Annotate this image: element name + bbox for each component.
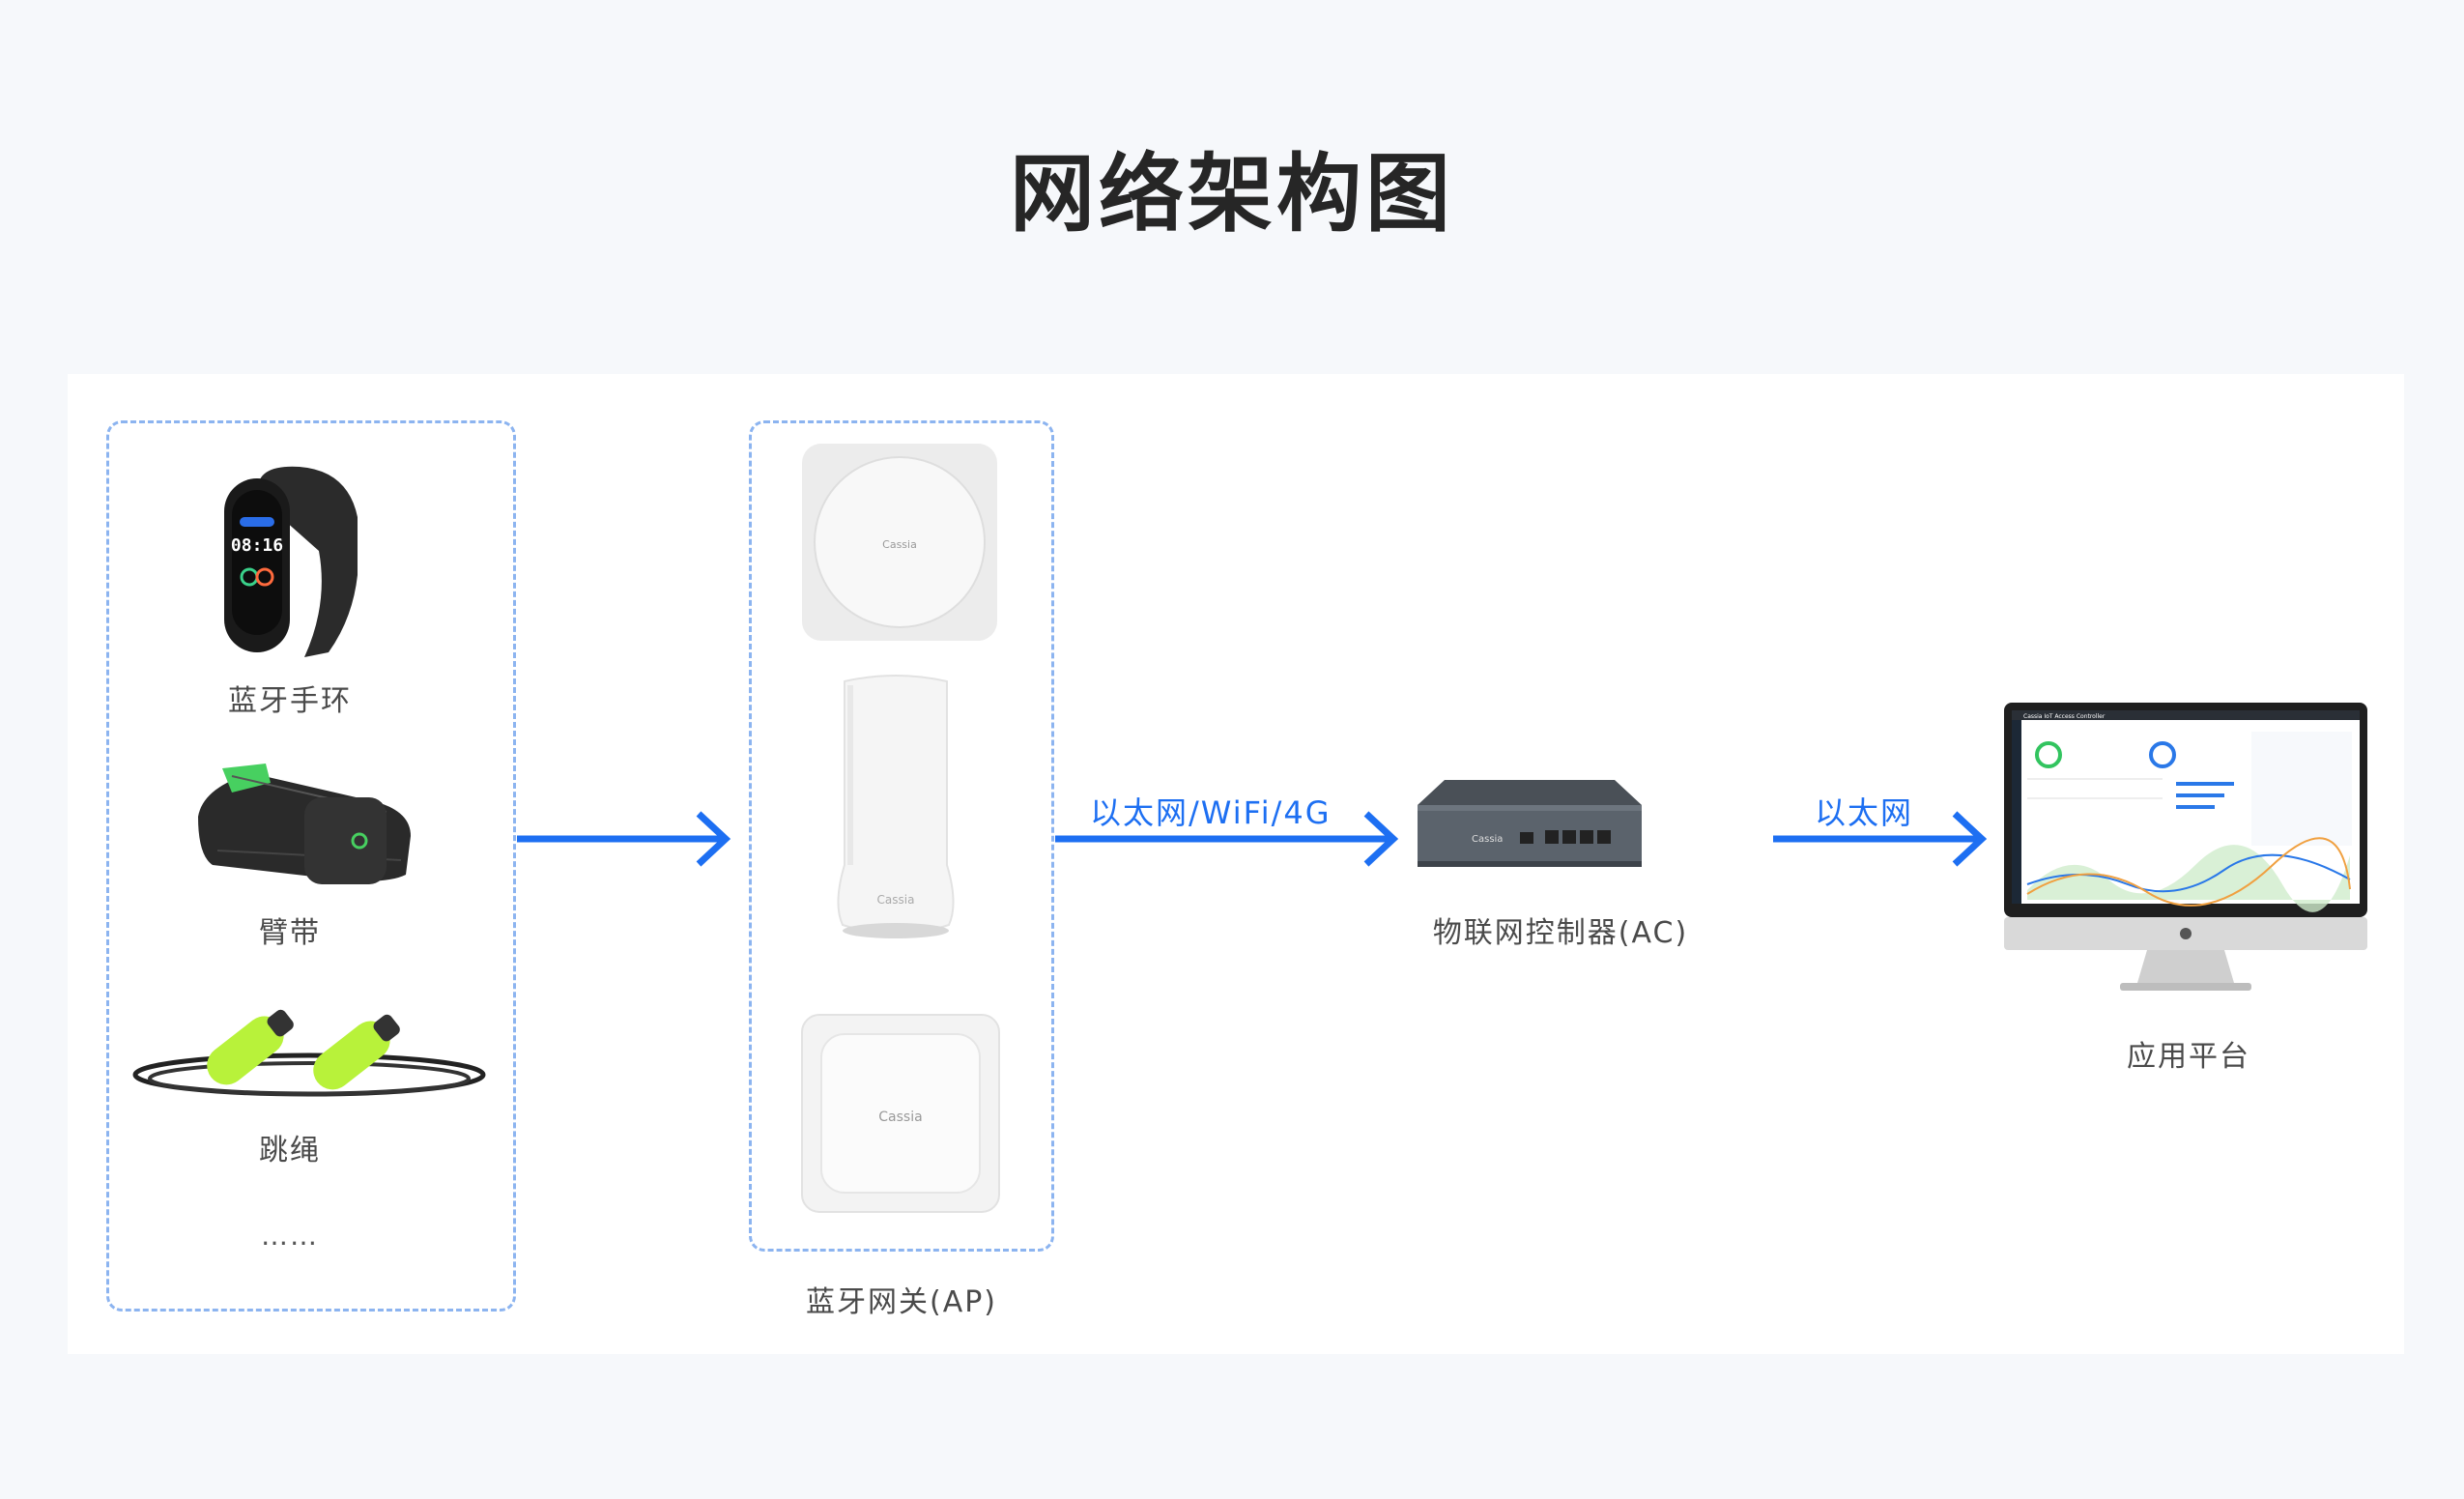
ac-label: 物联网控制器(AC) bbox=[1430, 908, 1691, 951]
gateway-tower-image: Cassia bbox=[823, 672, 968, 942]
armband-image bbox=[193, 759, 415, 894]
page-title: 网络架构图 bbox=[0, 126, 2464, 248]
gateway-label: 蓝牙网关(AP) bbox=[749, 1278, 1054, 1320]
platform-label: 应用平台 bbox=[2087, 1032, 2290, 1075]
gateway-tower-brand: Cassia bbox=[877, 893, 915, 907]
ac-brand: Cassia bbox=[1472, 834, 1503, 845]
arrow-devices-to-gateway bbox=[515, 810, 732, 868]
arrow-ac-to-platform bbox=[1771, 810, 1989, 868]
arrow-gateway-to-ac bbox=[1053, 810, 1401, 868]
gateway-square-brand: Cassia bbox=[878, 1110, 922, 1125]
gateway-x-image: Cassia bbox=[800, 442, 999, 643]
smart-band-label: 蓝牙手环 bbox=[215, 677, 365, 719]
jump-rope-image bbox=[126, 995, 493, 1111]
band-time: 08:16 bbox=[231, 535, 283, 556]
gateway-x-brand: Cassia bbox=[882, 538, 917, 551]
smart-band-image: 08:16 bbox=[213, 459, 367, 667]
gateway-square-image: Cassia bbox=[800, 1013, 1001, 1214]
ac-controller-image: Cassia bbox=[1416, 778, 1644, 875]
platform-monitor-image: Cassia IoT Access Controller bbox=[2002, 701, 2369, 995]
screen-title: Cassia IoT Access Controller bbox=[2023, 713, 2106, 720]
more-devices-ellipsis: …… bbox=[215, 1220, 365, 1252]
jump-rope-label: 跳绳 bbox=[215, 1126, 365, 1168]
armband-label: 臂带 bbox=[215, 908, 365, 951]
